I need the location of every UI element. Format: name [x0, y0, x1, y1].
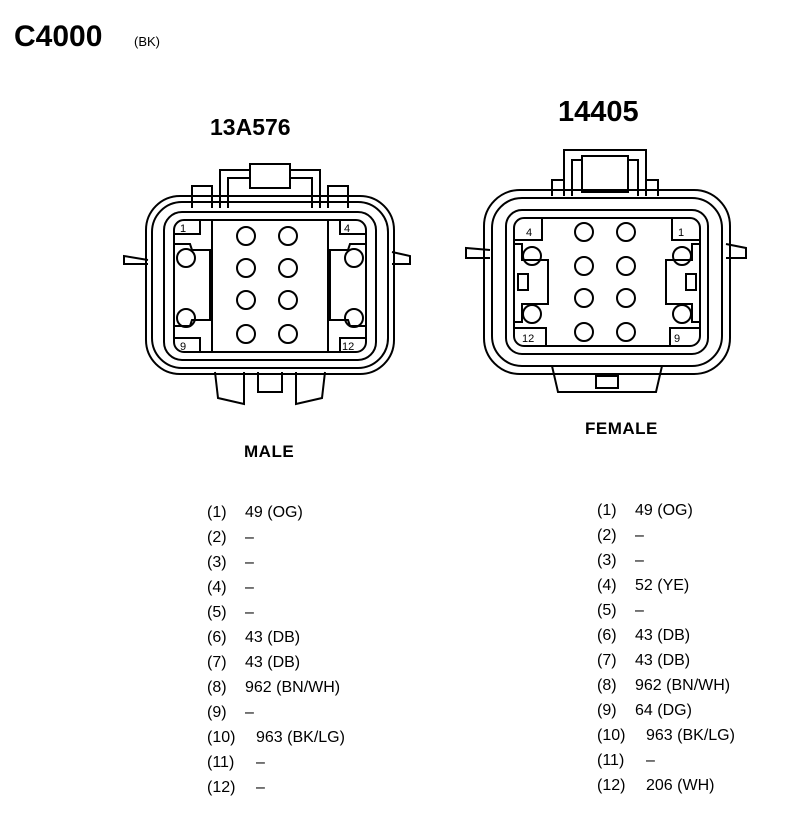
pin-row: (7) 43 (DB) — [597, 648, 797, 673]
pin-wire: 49 (OG) — [245, 504, 303, 521]
pin-number: (3) — [207, 554, 227, 571]
pin-wire: 64 (DG) — [635, 702, 692, 719]
pin-row: (5) – — [207, 600, 407, 625]
pin-row: (9) 64 (DG) — [597, 698, 797, 723]
pin-number: (12) — [597, 777, 626, 794]
pin-wire: 962 (BN/WH) — [245, 679, 341, 696]
pin-number: (5) — [207, 604, 227, 621]
pin-row: (4) – — [207, 575, 407, 600]
pin-wire: – — [245, 554, 254, 571]
female-gender-label: FEMALE — [585, 419, 658, 438]
pin-wire: 963 (BK/LG) — [256, 729, 345, 746]
pin-number: (9) — [207, 704, 227, 721]
male-corner-label-4: 4 — [344, 223, 350, 235]
pin-number: (6) — [207, 629, 227, 646]
pin-number: (4) — [207, 579, 227, 596]
pin-wire: 963 (BK/LG) — [646, 727, 735, 744]
pin-wire: – — [245, 604, 254, 621]
pin-row: (12) – — [207, 775, 407, 800]
pin-number: (2) — [597, 527, 617, 544]
female-pin-list: (1) 49 (OG) (2) – (3) – (4) 52 (YE) (5) – (6) 43 (D… — [597, 498, 797, 798]
pin-number: (1) — [207, 504, 227, 521]
female-corner-label-12: 12 — [522, 333, 534, 345]
pin-row: (9) – — [207, 700, 407, 725]
pin-number: (3) — [597, 552, 617, 569]
male-part-number: 13A576 — [210, 114, 291, 140]
male-corner-label-1: 1 — [180, 223, 186, 235]
pin-row: (4) 52 (YE) — [597, 573, 797, 598]
pin-number: (6) — [597, 627, 617, 644]
pin-row: (3) – — [597, 548, 797, 573]
pin-number: (7) — [597, 652, 617, 669]
pin-number: (9) — [597, 702, 617, 719]
male-connector-diagram: 1 4 9 12 — [123, 163, 411, 406]
pin-number: (10) — [207, 729, 236, 746]
pin-row: (8) 962 (BN/WH) — [597, 673, 797, 698]
pin-number: (8) — [597, 677, 617, 694]
pin-wire: 43 (DB) — [635, 652, 691, 669]
pin-row: (1) 49 (OG) — [207, 500, 407, 525]
pin-number: (4) — [597, 577, 617, 594]
pin-number: (11) — [597, 752, 625, 769]
pin-wire: – — [646, 752, 655, 769]
pin-row: (12) 206 (WH) — [597, 773, 797, 798]
pin-row: (5) – — [597, 598, 797, 623]
pin-wire: – — [635, 602, 644, 619]
pin-row: (11) – — [207, 750, 407, 775]
pin-wire: – — [245, 704, 254, 721]
male-pin-list: (1) 49 (OG) (2) – (3) – (4) – (5) – (6) 43 (DB) (7) 4… — [207, 500, 407, 800]
pin-number: (10) — [597, 727, 626, 744]
pin-row: (10) 963 (BK/LG) — [597, 723, 797, 748]
pin-wire: 52 (YE) — [635, 577, 690, 594]
pin-row: (6) 43 (DB) — [597, 623, 797, 648]
pin-wire: – — [256, 779, 265, 796]
female-corner-label-9: 9 — [674, 333, 680, 345]
pin-row: (11) – — [597, 748, 797, 773]
pin-number: (11) — [207, 754, 235, 771]
pin-row: (3) – — [207, 550, 407, 575]
pin-wire: 49 (OG) — [635, 502, 693, 519]
pin-row: (7) 43 (DB) — [207, 650, 407, 675]
pin-number: (2) — [207, 529, 227, 546]
connector-color-code: (BK) — [134, 34, 160, 49]
pin-number: (8) — [207, 679, 227, 696]
pin-wire: – — [245, 529, 254, 546]
male-gender-label: MALE — [244, 442, 295, 461]
pin-wire: 206 (WH) — [646, 777, 715, 794]
pin-wire: 962 (BN/WH) — [635, 677, 731, 694]
pin-row: (10) 963 (BK/LG) — [207, 725, 407, 750]
pin-row: (2) – — [597, 523, 797, 548]
male-corner-label-12: 12 — [342, 341, 354, 353]
pin-wire: – — [245, 579, 254, 596]
pin-row: (2) – — [207, 525, 407, 550]
pin-wire: 43 (DB) — [245, 654, 301, 671]
pin-number: (5) — [597, 602, 617, 619]
pin-number: (12) — [207, 779, 236, 796]
female-part-number: 14405 — [558, 96, 639, 128]
female-corner-label-4: 4 — [526, 227, 532, 239]
pin-wire: – — [256, 754, 265, 771]
pin-row: (8) 962 (BN/WH) — [207, 675, 407, 700]
pin-wire: – — [635, 527, 644, 544]
female-corner-label-1: 1 — [678, 227, 684, 239]
connector-title: C4000 — [14, 20, 103, 53]
pin-row: (1) 49 (OG) — [597, 498, 797, 523]
pin-row: (6) 43 (DB) — [207, 625, 407, 650]
pin-wire: – — [635, 552, 644, 569]
male-corner-label-9: 9 — [180, 341, 186, 353]
pin-number: (7) — [207, 654, 227, 671]
pin-wire: 43 (DB) — [245, 629, 301, 646]
female-connector-diagram: 4 1 12 9 — [465, 149, 747, 393]
pin-wire: 43 (DB) — [635, 627, 691, 644]
pin-number: (1) — [597, 502, 617, 519]
